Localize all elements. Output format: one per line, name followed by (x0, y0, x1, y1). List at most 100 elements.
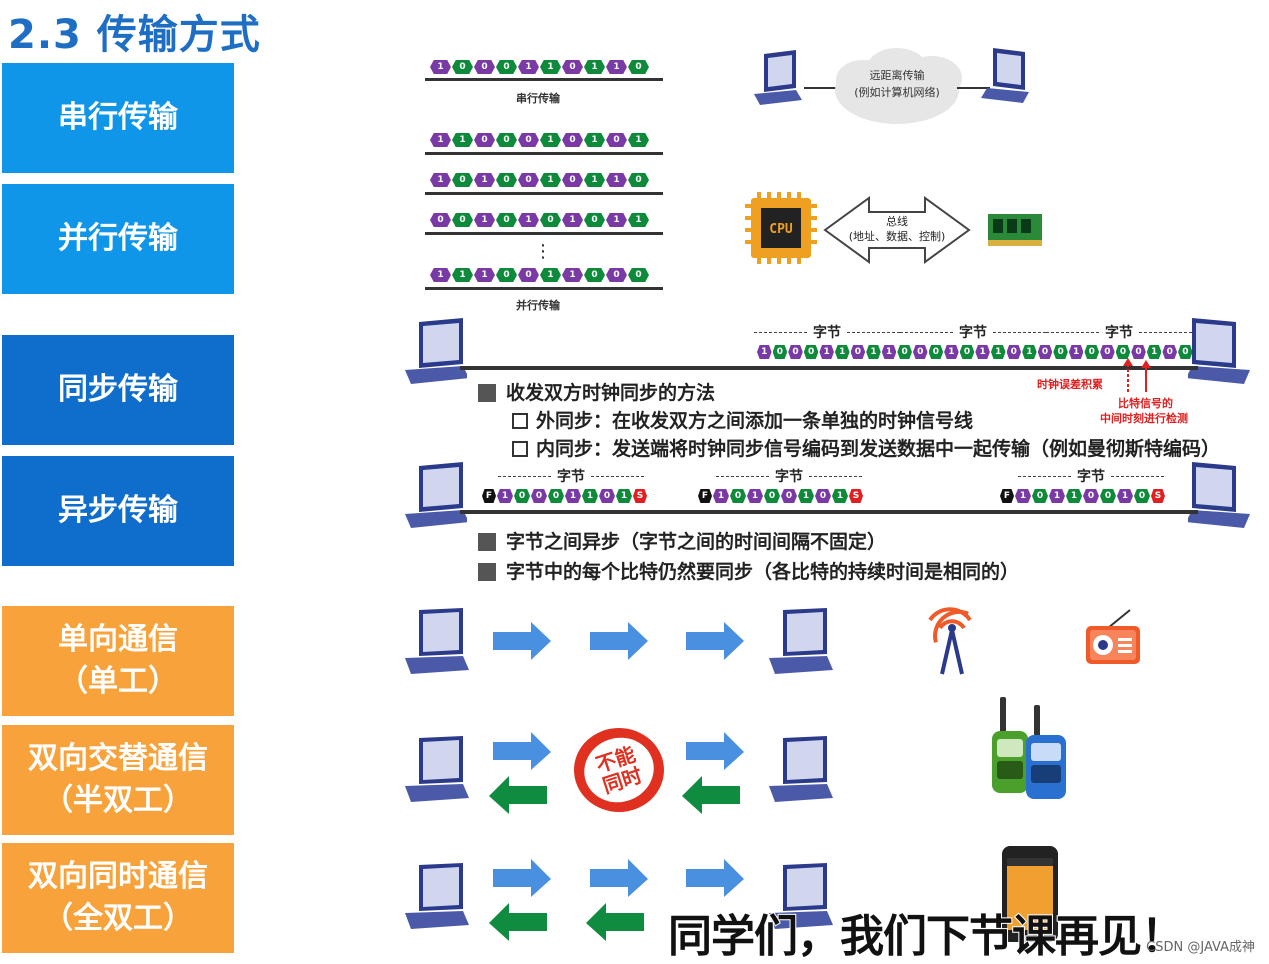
parallel-line (425, 192, 663, 195)
bit-cell: 1 (497, 489, 513, 503)
bit-cell: 1 (628, 133, 649, 147)
parallel-line (425, 232, 663, 235)
bit-cell: 0 (772, 345, 788, 359)
bit-cell: 0 (518, 133, 539, 147)
bit-cell: 1 (1117, 489, 1133, 503)
bit-cell: 0 (1053, 345, 1068, 359)
bit-cell: 0 (1037, 345, 1053, 359)
bit-cell: 1 (606, 213, 627, 227)
bit-cell: F (698, 489, 712, 503)
bit-cell: 1 (452, 133, 473, 147)
bit-cell: 0 (628, 268, 649, 282)
bit-cell: 0 (474, 133, 495, 147)
bit-cell: 1 (628, 213, 649, 227)
bit-cell: 0 (1006, 345, 1022, 359)
arrow-right-icon (493, 622, 551, 660)
radio-icon (1086, 609, 1140, 664)
sync-point-2: 外同步：在收发双方之间添加一条单独的时钟信号线 (512, 406, 973, 433)
bit-cell: 1 (866, 345, 881, 359)
bit-cell: 0 (1131, 345, 1146, 359)
label-sync: 同步传输 (2, 335, 234, 445)
bit-cell: 0 (1083, 489, 1099, 503)
laptop-icon (405, 863, 469, 929)
arrow-left-icon (682, 776, 740, 814)
page-title: 2.3 传输方式 (8, 12, 261, 58)
bit-cell: 0 (548, 489, 564, 503)
bit-cell: 1 (430, 173, 451, 187)
sync-arrows (1123, 358, 1151, 392)
bit-cell: 0 (540, 213, 561, 227)
not-simultaneous-badge: 不能 同时 (574, 728, 664, 812)
bit-cell: 1 (757, 345, 772, 359)
label-simplex: 单向通信 （单工） (2, 606, 234, 716)
bullet-icon (478, 533, 496, 551)
bit-cell: 1 (452, 268, 473, 282)
bit-cell: 1 (540, 268, 561, 282)
bit-cell: 0 (730, 489, 746, 503)
bit-cell: 1 (881, 345, 897, 359)
arrow-right-icon (686, 622, 744, 660)
label-half-duplex: 双向交替通信 （半双工） (2, 725, 234, 835)
parallel-caption: 并行传输 (516, 299, 560, 312)
laptop-icon (981, 48, 1029, 103)
label-parallel: 并行传输 (2, 184, 234, 294)
bit-cell: 1 (616, 489, 632, 503)
video-subtitle: 同学们，我们下节课再见！ (667, 910, 1186, 963)
sync-point-1: 收发双方时钟同步的方法 (478, 378, 715, 405)
bit-cell: 1 (584, 173, 605, 187)
laptop-icon (769, 863, 833, 929)
bit-cell: 1 (606, 60, 627, 74)
bit-cell: 1 (747, 489, 763, 503)
parallel-dots: ⋮ (534, 241, 552, 262)
bit-cell: 1 (1068, 345, 1084, 359)
bit-cell: S (849, 489, 863, 503)
bit-cell: 0 (599, 489, 615, 503)
bit-cell: F (482, 489, 496, 503)
sync-byte-marker: 字节 (1046, 322, 1192, 342)
bit-cell: 1 (1049, 489, 1065, 503)
detect-label-2: 中间时刻进行检测 (1100, 412, 1188, 425)
arrow-right-icon (590, 859, 648, 897)
bit-cell: 1 (540, 173, 561, 187)
bit-cell: 1 (562, 213, 583, 227)
bit-cell: 1 (1146, 345, 1162, 359)
arrow-right-icon (686, 732, 744, 770)
bit-cell: 0 (496, 173, 517, 187)
bit-cell: 1 (713, 489, 729, 503)
bit-cell: 0 (1178, 345, 1193, 359)
bit-cell: 1 (832, 489, 848, 503)
bit-cell: 0 (1134, 489, 1150, 503)
bit-cell: 0 (474, 60, 495, 74)
cpu-label: CPU (769, 222, 793, 237)
bit-cell: 1 (430, 133, 451, 147)
sync-line (460, 366, 1198, 370)
half-duplex-diagram (405, 732, 833, 814)
async-byte-marker: 字节 (716, 466, 862, 486)
walkie-talkie-icon (992, 697, 1066, 799)
bit-cell: 1 (584, 60, 605, 74)
bit-cell: 1 (562, 268, 583, 282)
watermark: CSDN @JAVA成神 (1146, 940, 1255, 955)
async-line (460, 510, 1198, 514)
laptop-icon (405, 608, 469, 674)
bit-cell: 0 (815, 489, 831, 503)
bit-cell: 0 (1032, 489, 1048, 503)
bit-cell: 1 (834, 345, 850, 359)
bit-cell: 0 (1115, 345, 1131, 359)
bus-diagram: CPU 总线 (地址、数据、控制) (745, 192, 1042, 264)
badge-text: 不能 同时 (592, 741, 646, 799)
sync-byte-marker: 字节 (754, 322, 900, 342)
bit-cell: 0 (788, 345, 803, 359)
bit-cell: 0 (606, 133, 627, 147)
bit-cell: 1 (518, 60, 539, 74)
bit-cell: 0 (452, 213, 473, 227)
bit-cell: 1 (430, 268, 451, 282)
bit-cell: 0 (928, 345, 944, 359)
memory-icon (988, 214, 1042, 246)
cloud-icon (835, 48, 962, 124)
bullet-icon (478, 384, 496, 402)
